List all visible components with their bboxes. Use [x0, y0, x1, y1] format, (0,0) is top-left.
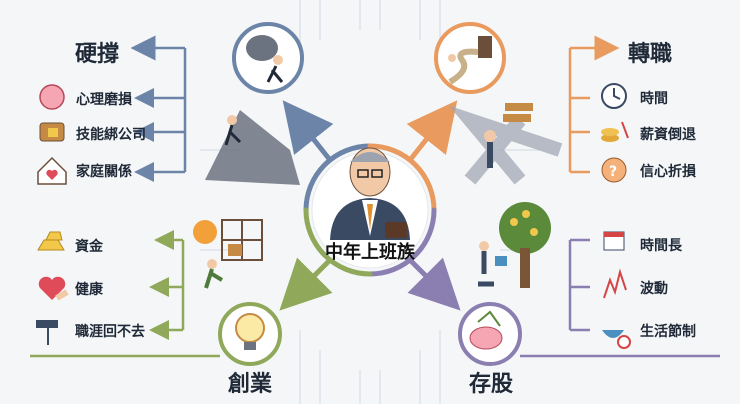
stocks-item-3: 生活節制 [640, 324, 696, 340]
branch-title-hard-hold: 硬撐 [75, 42, 120, 67]
money-tree-icon [478, 202, 551, 288]
startup-item-1: 資金 [75, 239, 103, 255]
stocks-branch [458, 202, 720, 366]
hard-hold-branch [37, 22, 304, 185]
signpost-icon [36, 320, 58, 345]
branch-title-career-change: 轉職 [628, 42, 673, 67]
hard-hold-item-3: 家庭關係 [76, 164, 132, 180]
branch-title-startup: 創業 [228, 372, 273, 397]
arrow-career-change [406, 100, 458, 162]
brain-icon [39, 84, 65, 110]
road-door-icon [448, 36, 492, 85]
startup-item-3: 職涯回不去 [75, 324, 145, 340]
career-change-item-2: 薪資倒退 [640, 127, 696, 143]
startup-item-2: 健康 [75, 282, 103, 298]
sun-icon [193, 220, 217, 244]
question-head-icon: ? [601, 157, 627, 183]
arrow-stocks [407, 257, 461, 311]
restricted-bowl-icon [602, 330, 631, 349]
building-worker-icon [204, 219, 263, 289]
svg-text:?: ? [609, 164, 617, 180]
center-ring [303, 143, 437, 277]
crossroads-icon [448, 105, 563, 185]
career-change-branch: ? [434, 22, 629, 185]
career-change-item-3: 信心折損 [640, 164, 696, 180]
falling-coins-icon [601, 121, 629, 142]
clock-icon [601, 83, 627, 109]
heart-bandage-icon [38, 276, 69, 301]
center-label: 中年上班族 [325, 242, 415, 263]
locked-briefcase-icon [39, 122, 65, 142]
arrow-hard-hold [282, 100, 334, 162]
gold-bars-icon [37, 231, 65, 251]
volatility-chart-icon [603, 268, 627, 299]
stocks-item-1: 時間長 [640, 238, 682, 254]
house-heart-icon [37, 156, 67, 185]
calendar-hourglass-icon [603, 231, 625, 251]
hard-hold-item-2: 技能綁公司 [76, 127, 146, 143]
career-change-item-1: 時間 [640, 91, 668, 107]
rock-carrier-icon [246, 35, 284, 83]
stocks-item-2: 波動 [640, 281, 668, 297]
branch-title-stocks: 存股 [469, 372, 514, 397]
office-worker-icon [330, 147, 410, 240]
hill-climber-icon [205, 110, 300, 185]
hard-hold-item-1: 心理磨損 [76, 92, 132, 108]
piggy-bank-icon [469, 310, 503, 350]
arrow-startup [279, 257, 333, 311]
startup-branch [30, 219, 282, 366]
lightbulb-gear-icon [235, 313, 265, 350]
